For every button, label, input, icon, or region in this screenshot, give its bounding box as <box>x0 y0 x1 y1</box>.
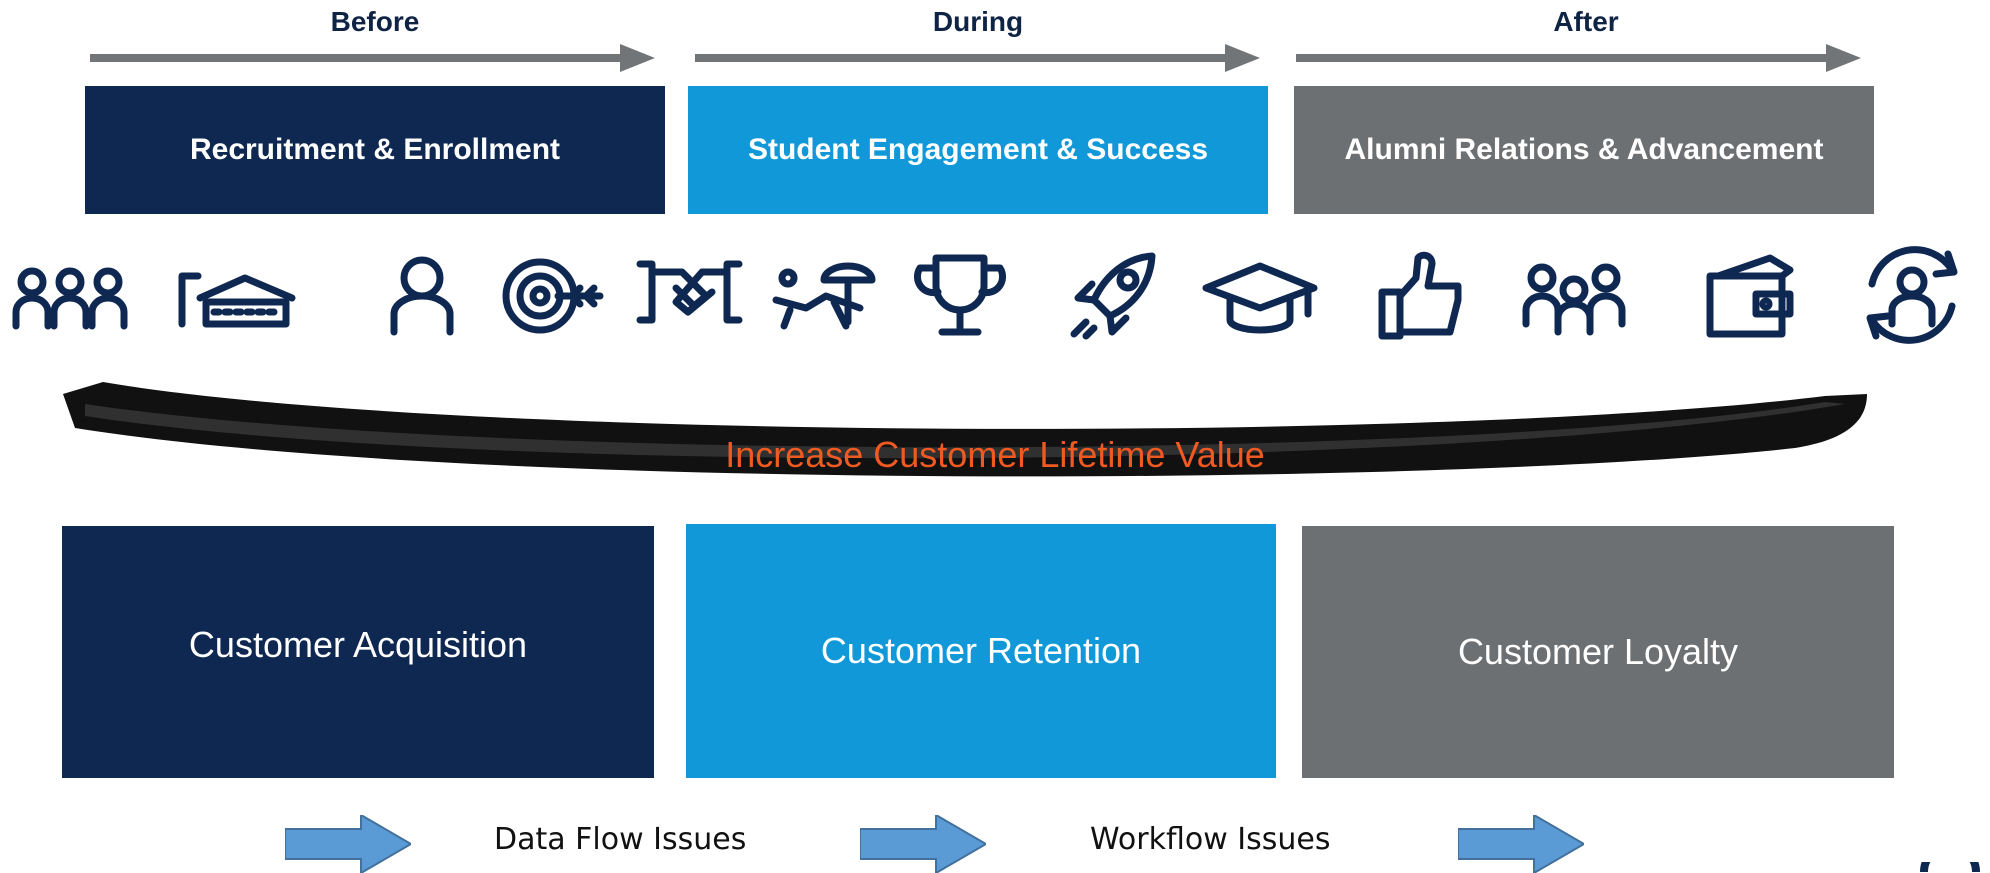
building-icon <box>170 248 300 344</box>
phase-label-after: After <box>1553 6 1619 37</box>
outcome-box-acquisition: Customer Acquisition <box>62 526 654 778</box>
phase-arrow-during <box>695 44 1260 72</box>
issue-arrow-2 <box>860 815 986 873</box>
wallet-icon <box>1700 248 1800 344</box>
issue-arrow-1 <box>285 815 411 873</box>
phase-label-during: During <box>932 6 1024 37</box>
issue-label-data-flow: Data Flow Issues <box>494 822 747 857</box>
stage-box-label: Student Engagement & Success <box>747 133 1209 166</box>
stage-box-alumni: Alumni Relations & Advancement <box>1294 86 1874 214</box>
logo-fragment <box>1920 862 1980 872</box>
lounge-chair-icon <box>770 248 882 344</box>
person-cycle-icon <box>1852 240 1972 350</box>
stage-box-label: Recruitment & Enrollment <box>189 133 561 166</box>
outcome-box-label: Customer Loyalty <box>1457 631 1739 672</box>
group-icon <box>1518 248 1630 344</box>
lifetime-swoosh <box>63 382 1867 477</box>
graduation-cap-icon <box>1200 248 1320 344</box>
trophy-icon <box>910 248 1010 344</box>
issue-arrow-3 <box>1458 815 1584 873</box>
issue-label-workflow: Workflow Issues <box>1090 822 1331 857</box>
outcome-box-label: Customer Acquisition <box>188 624 528 665</box>
phase-label-before: Before <box>330 6 420 37</box>
stage-box-engagement: Student Engagement & Success <box>688 86 1268 214</box>
stage-box-recruitment: Recruitment & Enrollment <box>85 86 665 214</box>
outcome-box-loyalty: Customer Loyalty <box>1302 526 1894 778</box>
target-icon <box>496 248 608 344</box>
person-icon <box>372 248 472 344</box>
handshake-icon <box>632 248 747 344</box>
phase-arrow-before <box>90 44 655 72</box>
rocket-icon <box>1064 248 1164 344</box>
stage-box-label: Alumni Relations & Advancement <box>1344 133 1824 166</box>
outcome-box-label: Customer Retention <box>820 630 1142 671</box>
phase-arrow-after <box>1296 44 1861 72</box>
thumbs-up-icon <box>1372 248 1472 344</box>
lifetime-value-tagline: Increase Customer Lifetime Value <box>725 434 1265 475</box>
group-icon <box>10 248 130 344</box>
outcome-box-retention: Customer Retention <box>686 524 1276 778</box>
